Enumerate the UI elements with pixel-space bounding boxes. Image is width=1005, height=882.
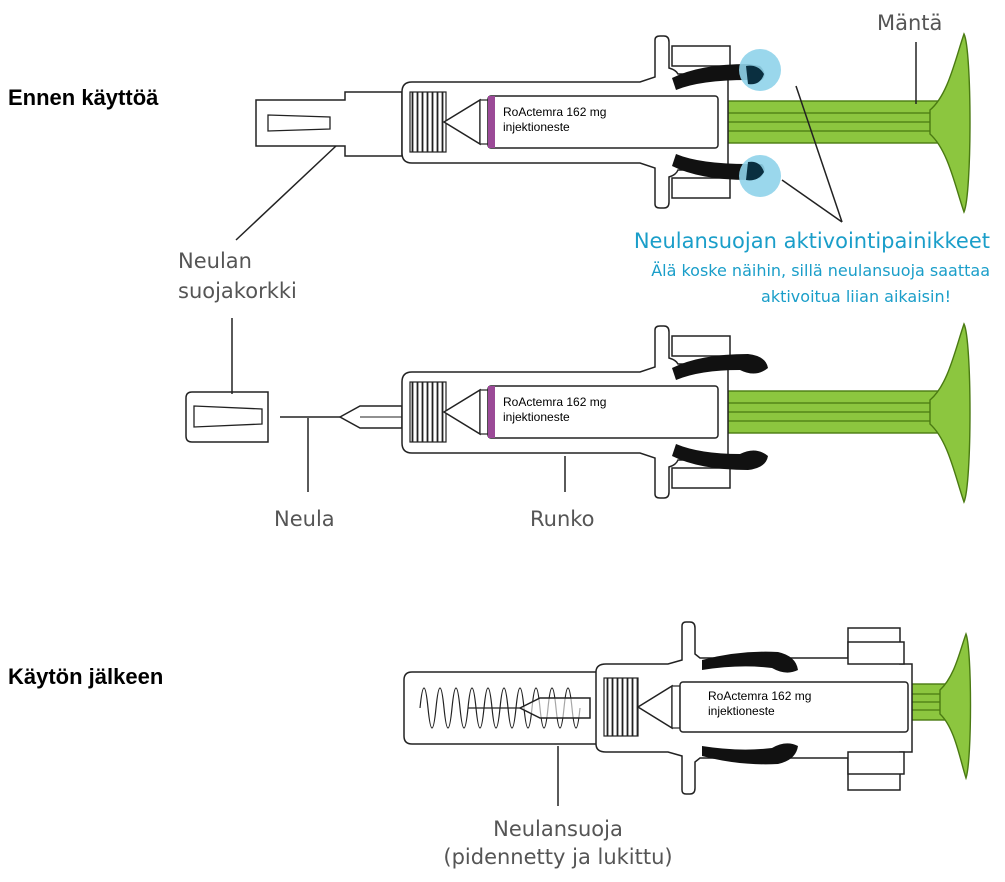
label-needle-cap-line1: Neulan — [178, 249, 252, 273]
needle-cap-pointer-top — [235, 145, 337, 241]
activation-buttons-3 — [702, 651, 798, 765]
product-label-line1-3: RoActemra 162 mg — [708, 689, 811, 703]
label-plunger: Mäntä — [877, 11, 942, 35]
needle — [280, 405, 403, 429]
product-label-line1-2: RoActemra 162 mg — [503, 395, 606, 409]
label-needle-guard-line1: Neulansuoja — [493, 817, 623, 841]
warning-pointer-top — [795, 85, 843, 223]
product-label-line1: RoActemra 162 mg — [503, 105, 606, 119]
heading-after-use: Käytön jälkeen — [8, 664, 163, 689]
syringe-body-3 — [595, 621, 913, 795]
plunger-3 — [907, 631, 972, 781]
label-body: Runko — [530, 507, 595, 531]
warning-line2: aktivoitua liian aikaisin! — [761, 287, 951, 306]
activation-buttons-2 — [672, 354, 768, 470]
label-needle: Neula — [274, 507, 335, 531]
needle-cap-removed — [185, 391, 269, 443]
syringe-body — [401, 35, 731, 209]
plunger-2 — [727, 322, 971, 504]
heading-before-use: Ennen käyttöä — [8, 85, 159, 110]
warning-line1: Älä koske näihin, sillä neulansuoja saat… — [651, 261, 990, 280]
syringe-after-use: RoActemra 162 mg injektioneste — [403, 621, 972, 795]
plunger — [727, 32, 971, 214]
needle-cap — [255, 91, 403, 157]
syringe-before-use-capped: RoActemra 162 mg injektioneste — [255, 32, 971, 214]
label-needle-cap-line2: suojakorkki — [178, 279, 297, 303]
needle-guard-extended — [403, 671, 601, 745]
warning-pointer-bottom — [781, 179, 843, 223]
activation-buttons — [672, 49, 781, 197]
syringe-before-use-uncapped: RoActemra 162 mg injektioneste — [185, 322, 971, 504]
warning-title: Neulansuojan aktivointipainikkeet — [634, 229, 990, 253]
product-label-line2-3: injektioneste — [708, 704, 775, 718]
product-label-line2-2: injektioneste — [503, 410, 570, 424]
label-needle-guard-line2: (pidennetty ja lukittu) — [443, 845, 672, 869]
product-label-line2: injektioneste — [503, 120, 570, 134]
syringe-body-2 — [401, 325, 731, 499]
